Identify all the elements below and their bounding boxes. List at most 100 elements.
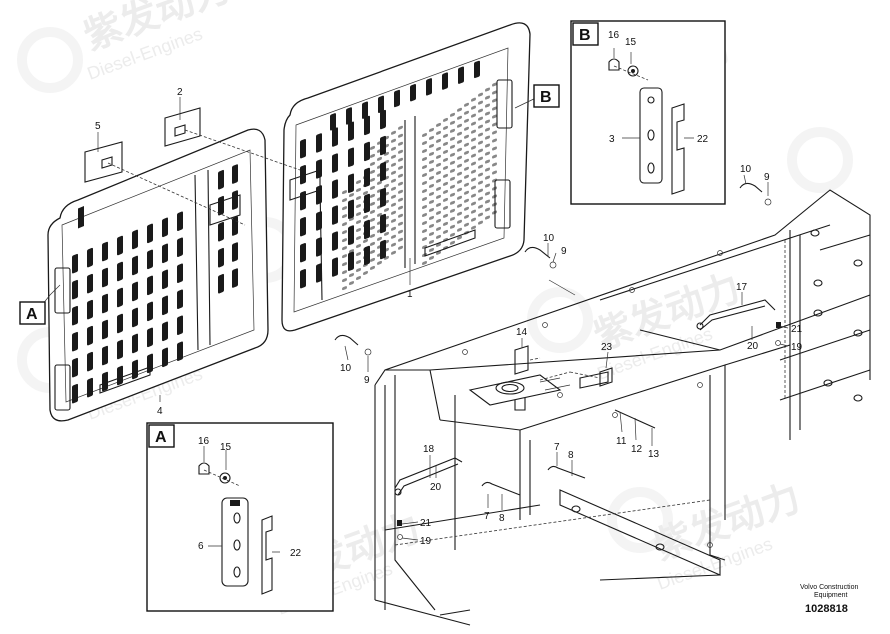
vent-slot [177, 289, 183, 309]
mesh-hole [457, 203, 462, 208]
detail-a-title: A [155, 429, 167, 446]
mesh-hole [436, 138, 441, 143]
reference-callouts: A B [19, 84, 560, 325]
mesh-hole [457, 211, 462, 216]
mesh-hole [492, 154, 497, 159]
vent-slot [132, 255, 138, 276]
vent-slot [177, 237, 183, 257]
mesh-hole [356, 212, 361, 216]
mesh-hole [398, 141, 403, 146]
mesh-hole [391, 138, 396, 143]
mesh-hole [429, 175, 434, 180]
label-2: 2 [177, 87, 183, 98]
mesh-hole [485, 183, 490, 188]
vent-slot [348, 173, 354, 193]
vent-slot [300, 139, 306, 159]
mesh-hole [349, 193, 354, 198]
mesh-hole [471, 193, 476, 198]
label-5: 5 [95, 121, 101, 132]
mesh-hole [464, 158, 469, 163]
mesh-hole [422, 229, 427, 233]
mesh-hole [464, 166, 469, 171]
ref-label-a: A [26, 306, 38, 323]
vent-slot [177, 211, 183, 231]
mesh-hole [471, 145, 476, 150]
mesh-hole [370, 161, 375, 166]
mesh-hole [377, 180, 382, 185]
mesh-hole [398, 197, 403, 202]
mesh-hole [429, 199, 434, 204]
mesh-hole [464, 134, 469, 139]
mesh-hole [436, 202, 441, 207]
mesh-hole [391, 162, 396, 167]
vent-slot [300, 165, 306, 185]
mesh-hole [436, 178, 441, 183]
mesh-hole [370, 193, 375, 198]
mesh-hole [457, 131, 462, 136]
mesh-hole [436, 122, 441, 127]
mesh-hole [492, 138, 497, 143]
mesh-hole [342, 206, 347, 211]
mesh-hole [370, 233, 375, 238]
vent-slot [132, 359, 138, 380]
mesh-hole [422, 157, 427, 161]
mesh-hole [478, 180, 483, 185]
label-1: 1 [407, 289, 413, 300]
label-16: 16 [198, 436, 210, 447]
label-13: 13 [648, 449, 660, 460]
mesh-hole [398, 189, 403, 194]
vent-slot [72, 305, 78, 326]
vent-slot [330, 113, 336, 131]
mesh-hole [485, 87, 490, 92]
vent-slot [147, 223, 153, 244]
vent-slot [474, 60, 480, 79]
mesh-hole [370, 177, 375, 182]
mesh-hole [342, 270, 347, 275]
label-10: 10 [340, 363, 352, 374]
mesh-hole [492, 90, 497, 95]
mesh-hole [436, 154, 441, 159]
mesh-hole [443, 173, 448, 178]
mesh-hole [422, 237, 427, 241]
mesh-hole [450, 176, 455, 181]
mesh-hole [457, 123, 462, 128]
mesh-hole [429, 215, 434, 220]
mesh-hole [436, 194, 441, 199]
vent-slot [442, 72, 448, 90]
vent-slot [332, 127, 338, 147]
mesh-hole [450, 136, 455, 141]
label-6: 6 [198, 541, 204, 552]
mesh-hole [342, 198, 347, 203]
mesh-hole [471, 209, 476, 214]
mesh-hole [492, 106, 497, 111]
drawing-footer: Volvo Construction Equipment 1028818 [800, 584, 858, 615]
vent-slot [380, 109, 386, 130]
mesh-hole [443, 117, 448, 122]
mesh-hole [377, 156, 382, 161]
vent-slot [364, 245, 370, 266]
mesh-hole [478, 172, 483, 177]
label-12: 12 [631, 444, 643, 455]
mesh-hole [377, 236, 382, 241]
mesh-hole [398, 181, 403, 186]
mesh-hole [342, 278, 347, 283]
mesh-hole [391, 154, 396, 159]
vent-slot [364, 219, 370, 240]
mesh-hole [443, 133, 448, 138]
vent-slot [364, 167, 370, 188]
mesh-hole [485, 95, 490, 100]
mesh-hole [398, 213, 403, 218]
vent-slot [346, 107, 352, 125]
mesh-hole [356, 260, 361, 264]
label-22: 22 [290, 548, 302, 559]
mesh-hole [443, 213, 448, 218]
label-21: 21 [420, 518, 432, 529]
mesh-hole [464, 222, 469, 227]
leader-lines [97, 95, 789, 541]
mesh-hole [492, 170, 497, 175]
vent-slot [132, 281, 138, 302]
mesh-hole [429, 255, 434, 260]
vent-slot [316, 185, 322, 205]
vent-slot [87, 299, 93, 320]
